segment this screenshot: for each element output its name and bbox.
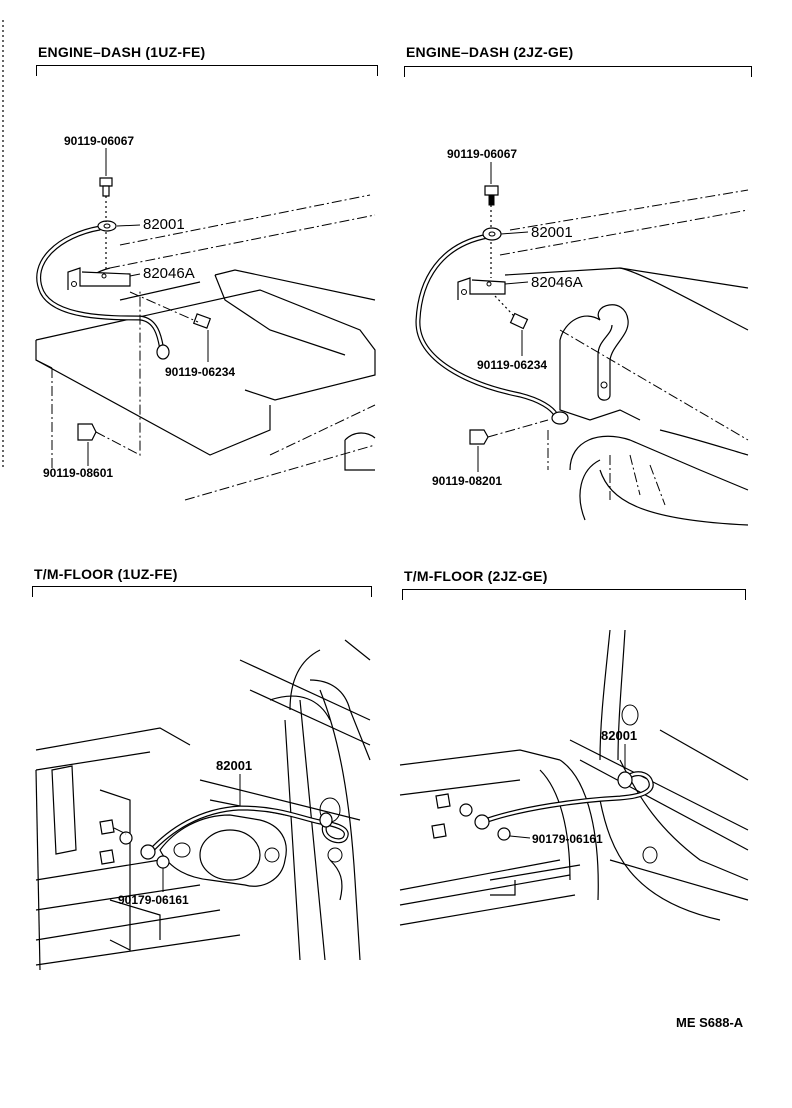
label-cable-1uz: 82001 bbox=[143, 216, 185, 233]
section-bracket-tm-floor-1uz bbox=[32, 586, 372, 597]
label-bolt-mid-2jz: 90119-06234 bbox=[477, 358, 548, 372]
label-cable-tm-2jz: 82001 bbox=[601, 728, 638, 743]
section-title-engine-dash-1uz: ENGINE–DASH (1UZ-FE) bbox=[38, 44, 206, 60]
label-bracket-2jz: 82046A bbox=[531, 274, 583, 291]
engine-dash-2jz-drawing bbox=[418, 162, 748, 525]
label-cable-2jz: 82001 bbox=[531, 224, 573, 241]
label-cable-tm-1uz: 82001 bbox=[216, 758, 253, 773]
tm-floor-1uz-drawing bbox=[36, 640, 370, 970]
tm-floor-2jz-drawing bbox=[400, 630, 748, 925]
label-bolt-bottom-2jz: 90119-08201 bbox=[432, 474, 503, 488]
section-title-tm-floor-1uz: T/M-FLOOR (1UZ-FE) bbox=[34, 566, 178, 582]
engine-dash-1uz-drawing bbox=[36, 148, 375, 500]
label-bolt-top-1uz: 90119-06067 bbox=[64, 134, 135, 148]
section-title-tm-floor-2jz: T/M-FLOOR (2JZ-GE) bbox=[404, 568, 548, 584]
section-bracket-engine-dash-1uz bbox=[36, 65, 378, 76]
section-title-engine-dash-2jz: ENGINE–DASH (2JZ-GE) bbox=[406, 44, 574, 60]
section-bracket-tm-floor-2jz bbox=[402, 589, 746, 600]
figure-code: ME S688-A bbox=[676, 1015, 744, 1030]
label-bolt-mid-1uz: 90119-06234 bbox=[165, 365, 236, 379]
label-bolt-bottom-1uz: 90119-08601 bbox=[43, 466, 114, 480]
label-nut-tm-1uz: 90179-06161 bbox=[118, 893, 189, 907]
label-nut-tm-2jz: 90179-06161 bbox=[532, 832, 603, 846]
label-bracket-1uz: 82046A bbox=[143, 265, 195, 282]
section-bracket-engine-dash-2jz bbox=[404, 66, 752, 77]
label-bolt-top-2jz: 90119-06067 bbox=[447, 147, 518, 161]
